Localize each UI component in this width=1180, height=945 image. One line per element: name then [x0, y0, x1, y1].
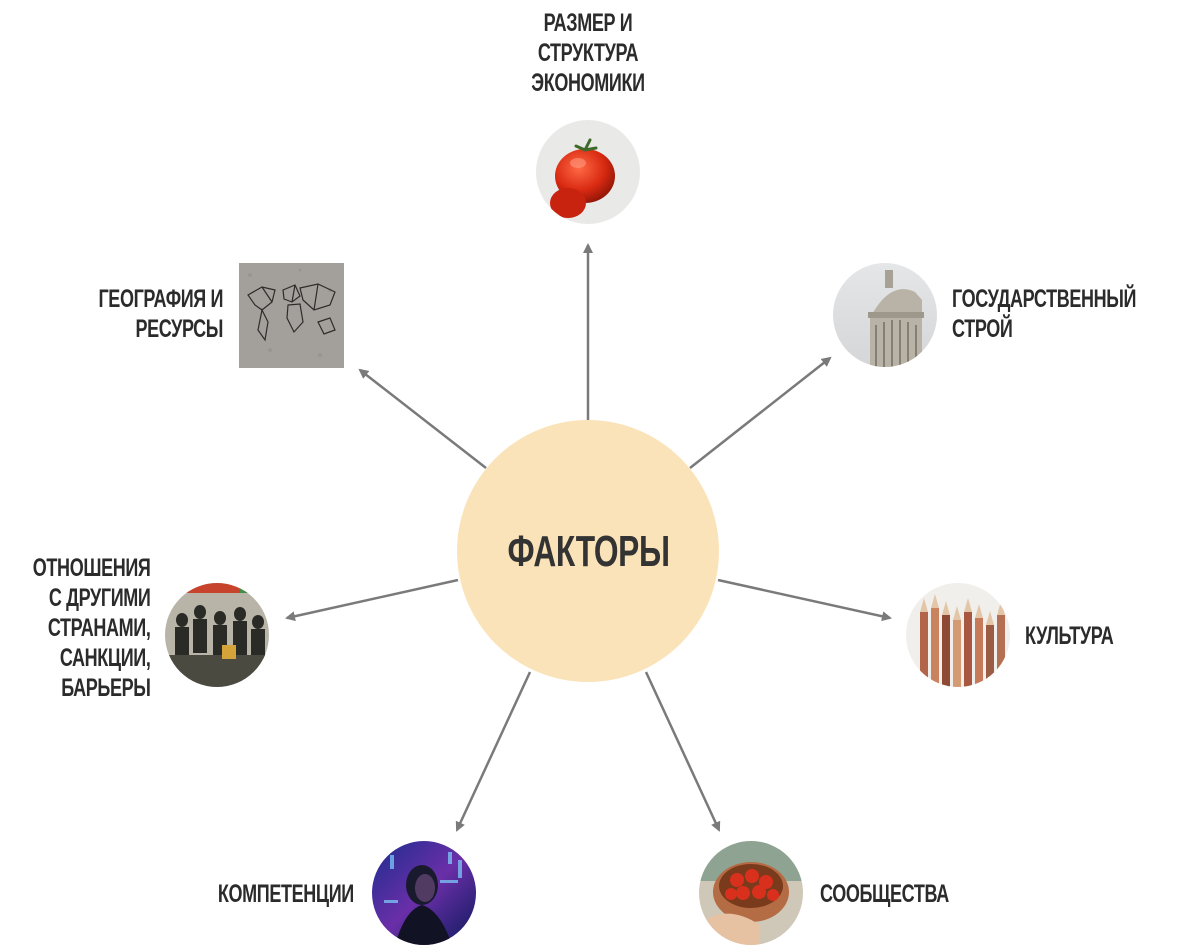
label-culture: КУЛЬТУРА [1025, 621, 1114, 651]
person-data-screen-photo [372, 841, 476, 945]
capitol-dome-photo [833, 263, 937, 367]
cherry-tomatoes-bowl-photo [699, 841, 803, 945]
label-government: ГОСУДАРСТВЕННЫЙ СТРОЙ [952, 284, 1136, 344]
world-map-wire-photo [239, 263, 344, 368]
colored-pencils-photo [906, 583, 1010, 687]
label-relations: ОТНОШЕНИЯ С ДРУГИМИ СТРАНАМИ, САНКЦИИ, Б… [33, 553, 151, 703]
label-relations-line-3: СТРАНАМИ, [48, 614, 151, 642]
label-geography-line-2: РЕСУРСЫ [135, 315, 223, 343]
label-communities: СООБЩЕСТВА [820, 879, 949, 909]
label-economy: РАЗМЕР И СТРУКТУРА ЭКОНОМИКИ [516, 8, 660, 98]
label-relations-line-4: САНКЦИИ, [60, 644, 151, 672]
label-competencies-line-1: КОМПЕТЕНЦИИ [218, 880, 354, 908]
connector-arrows [285, 243, 892, 832]
arrow-to-culture [717, 578, 892, 622]
arrow-to-communities [644, 671, 721, 832]
label-economy-line-2: СТРУКТУРА [537, 39, 639, 67]
label-relations-line-2: С ДРУГИМИ [49, 584, 152, 612]
label-geography: ГЕОГРАФИЯ И РЕСУРСЫ [98, 284, 223, 344]
label-culture-line-1: КУЛЬТУРА [1025, 622, 1114, 650]
label-geography-line-1: ГЕОГРАФИЯ И [98, 285, 223, 313]
center-circle [457, 420, 719, 682]
label-relations-line-1: ОТНОШЕНИЯ [33, 554, 151, 582]
label-communities-line-1: СООБЩЕСТВА [820, 880, 949, 908]
label-government-line-1: ГОСУДАРСТВЕННЫЙ [952, 285, 1137, 313]
label-economy-line-3: ЭКОНОМИКИ [531, 69, 645, 97]
historic-meeting-photo [165, 583, 269, 687]
label-competencies: КОМПЕТЕНЦИИ [218, 879, 354, 909]
arrow-to-government [689, 356, 832, 469]
tomato-photo [536, 120, 640, 224]
arrow-to-geography [358, 368, 487, 469]
arrow-to-competencies [455, 671, 532, 832]
arrow-to-relations [285, 578, 459, 622]
label-economy-line-1: РАЗМЕР И [543, 9, 633, 37]
label-government-line-2: СТРОЙ [952, 315, 1013, 343]
label-relations-line-5: БАРЬЕРЫ [61, 674, 152, 702]
